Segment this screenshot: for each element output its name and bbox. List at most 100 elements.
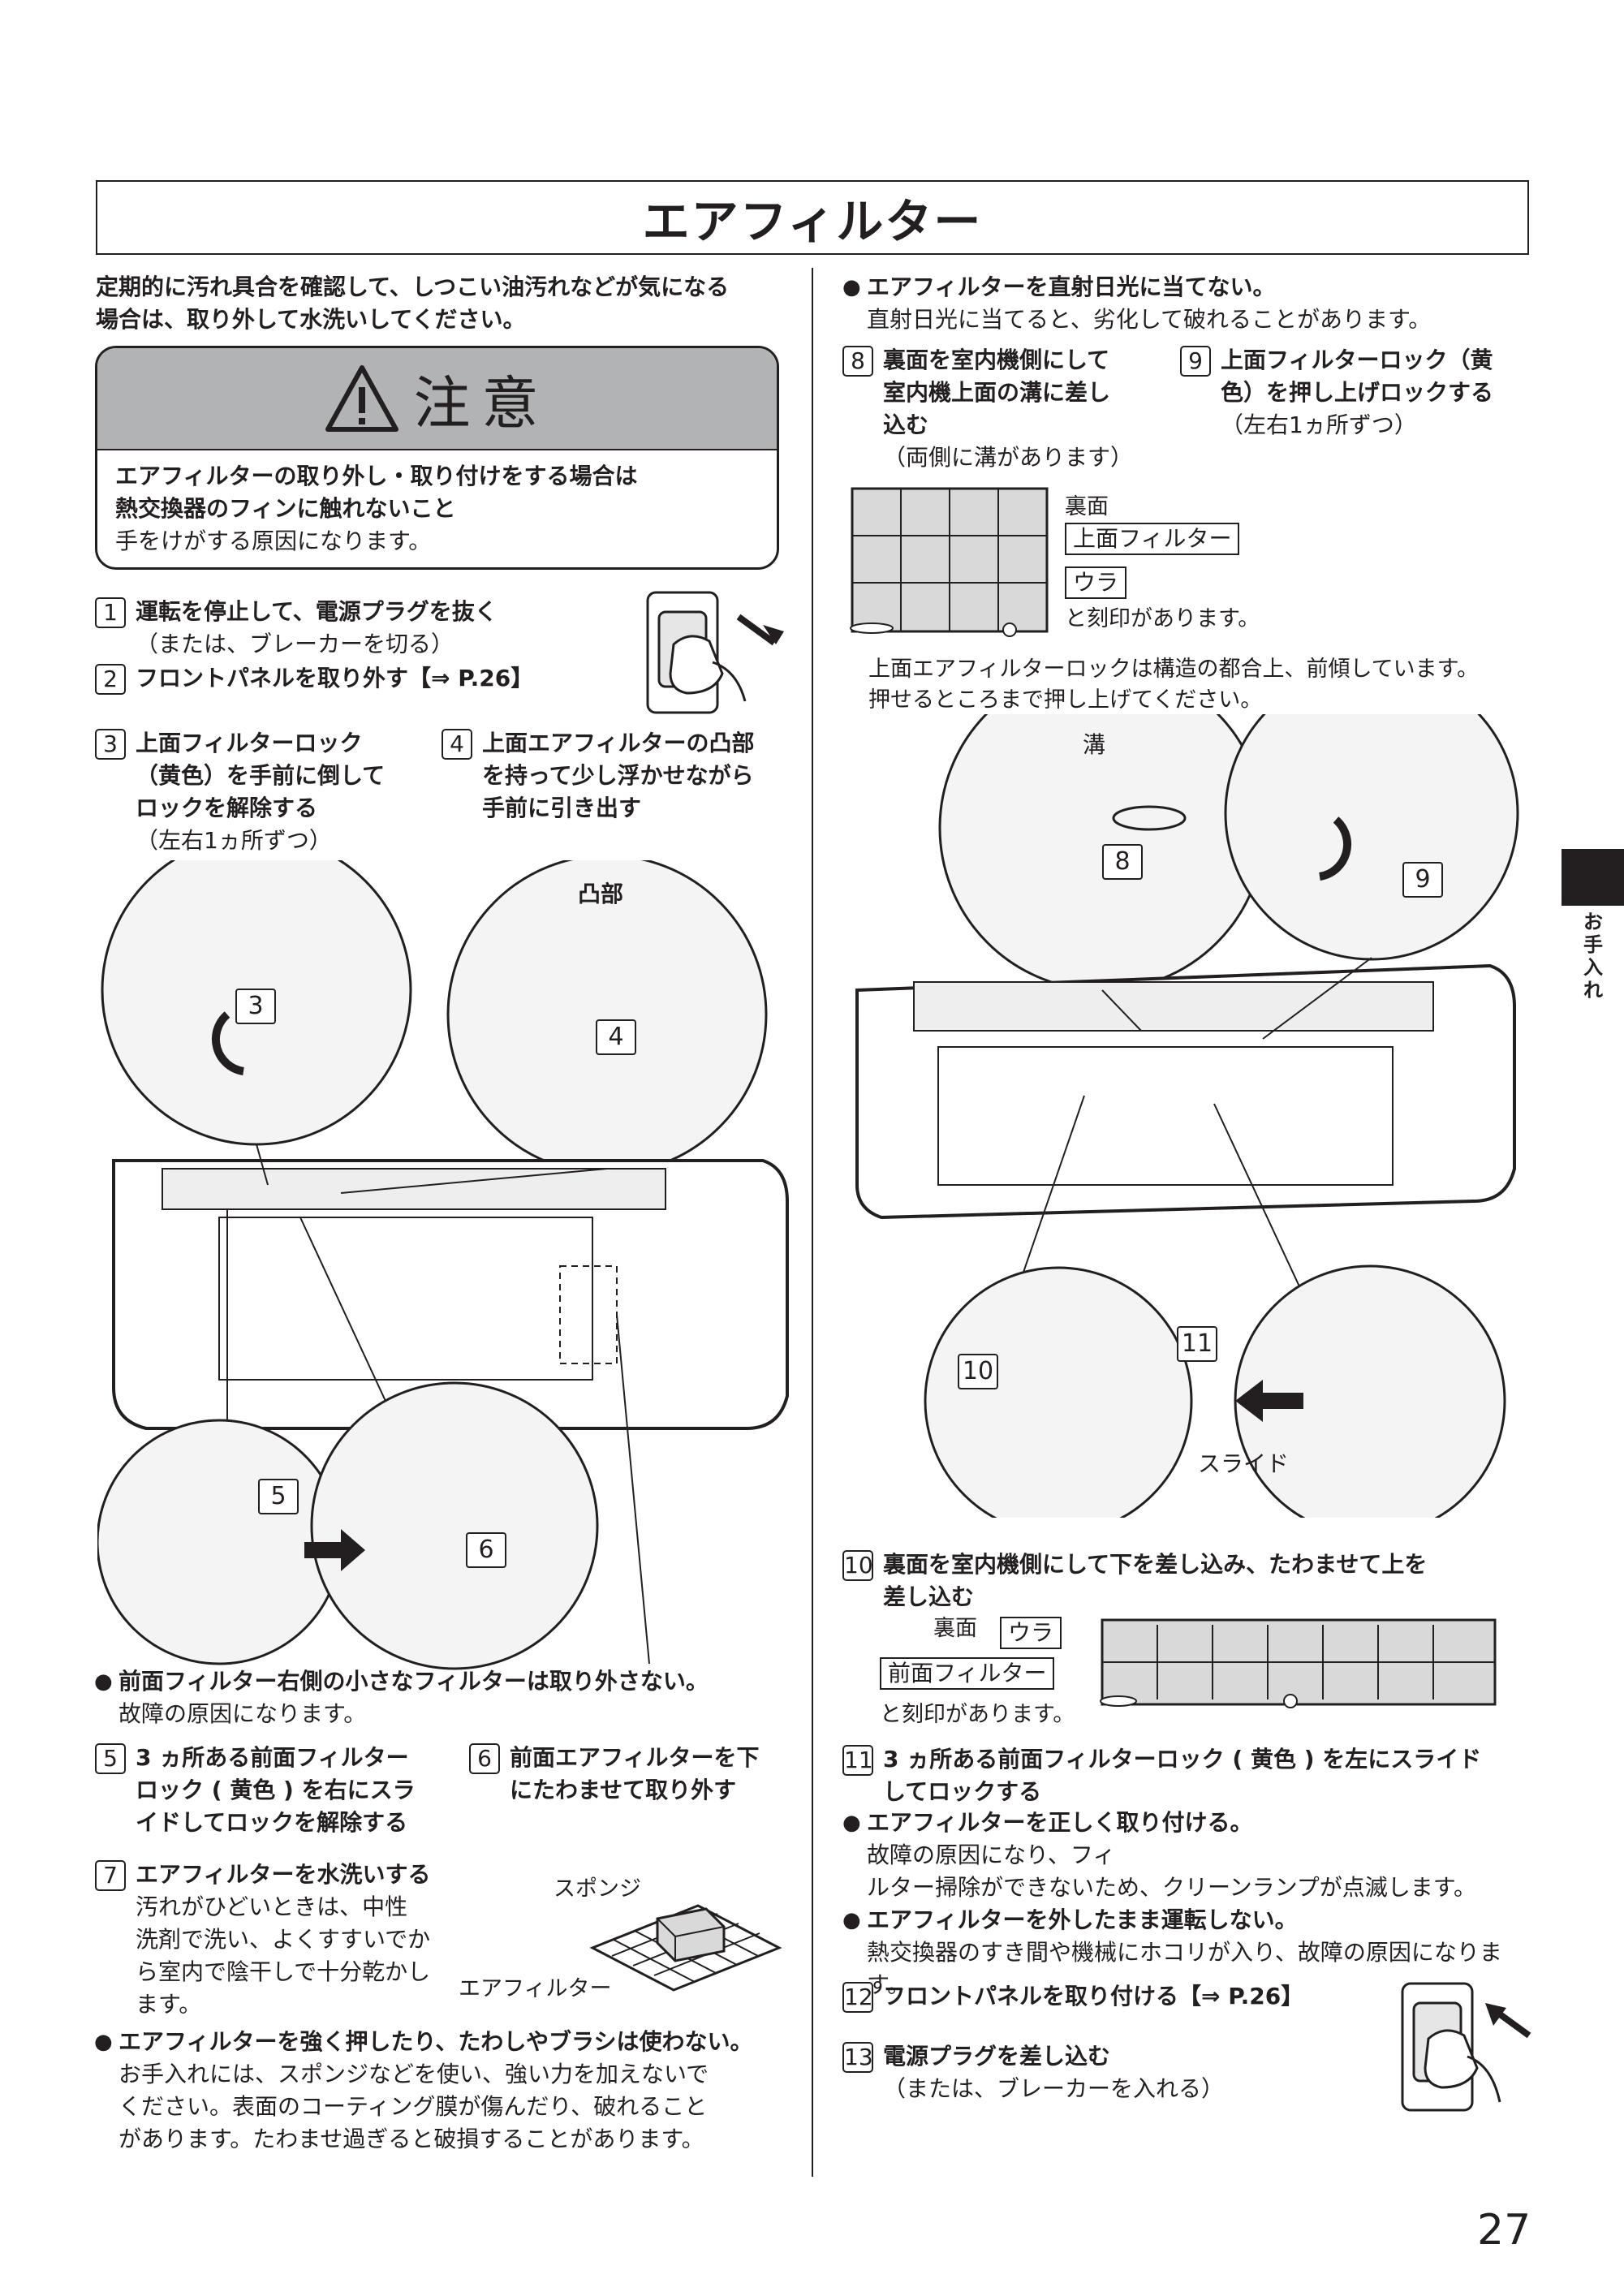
step-13-sub: （または、ブレーカーを入れる） xyxy=(883,2075,1225,2102)
section-tab-marker xyxy=(1562,849,1624,906)
step-11-line-2: してロックする xyxy=(883,1778,1042,1805)
note-attach-line-2: ルター掃除ができないため、クリーンランプが点滅します。 xyxy=(867,1874,1476,1901)
step-6-line-1: 前面エアフィルターを下 xyxy=(510,1744,760,1771)
step-1-title: 運転を停止して、電源プラグを抜く xyxy=(136,598,498,625)
step-7-line-3: ら室内で陰干しで十分乾かし xyxy=(136,1958,431,1985)
caution-line-3: 手をけがする原因になります。 xyxy=(115,528,432,554)
note-no-brush-title: エアフィルターを強く押したり、たわしやブラシは使わない。 xyxy=(118,2028,753,2055)
sponge-label: スポンジ xyxy=(554,1876,641,1902)
step-9-line-1: 上面フィルターロック（黄 xyxy=(1221,347,1493,373)
figure-label-4: 4 xyxy=(596,1019,636,1055)
caution-title: 注意 xyxy=(413,369,550,437)
power-plug-insert-illustration xyxy=(1401,1982,1531,2112)
step-6-line-2: にたわませて取り外す xyxy=(510,1777,737,1803)
intro-line-1: 定期的に汚れ具合を確認して、しつこい油汚れなどが気になる xyxy=(96,274,730,300)
lock-note-line-2: 押せるところまで押し上げてください。 xyxy=(868,687,1263,713)
ura-label-2: ウラ xyxy=(1000,1617,1062,1649)
back-side-label-2: 裏面 xyxy=(933,1616,977,1641)
step-2-number: 2 xyxy=(95,664,126,695)
figure-label-11: 11 xyxy=(1177,1326,1217,1362)
engraved-label: と刻印があります。 xyxy=(1065,606,1260,631)
air-filter-label: エアフィルター xyxy=(459,1976,612,2001)
step-5-line-2: ロック ( 黄色 ) を右にスラ xyxy=(136,1777,416,1803)
figure-label-10: 10 xyxy=(958,1354,998,1389)
step-13-title: 電源プラグを差し込む xyxy=(883,2043,1111,2070)
front-filter-label: 前面フィルター xyxy=(880,1657,1055,1690)
step-1-sub: （または、ブレーカーを切る） xyxy=(136,631,454,657)
column-divider xyxy=(812,268,813,2177)
caution-line-1: エアフィルターの取り外し・取り付けをする場合は xyxy=(115,463,638,489)
title-box: エアフィルター xyxy=(96,180,1529,255)
figure-label-6: 6 xyxy=(466,1532,506,1568)
note-sunlight-title: エアフィルターを直射日光に当てない。 xyxy=(867,274,1276,300)
step-10-line-1: 裏面を室内機側にして下を差し込み、たわませて上を xyxy=(883,1551,1428,1578)
note-attach-title: エアフィルターを正しく取り付ける。 xyxy=(867,1809,1253,1836)
step-11-line-1: 3 ヵ所ある前面フィルターロック ( 黄色 ) を左にスライド xyxy=(883,1746,1482,1773)
step-13-number: 13 xyxy=(842,2042,873,2073)
back-side-label: 裏面 xyxy=(1065,494,1109,519)
step-3-line-1: 上面フィルターロック xyxy=(136,730,363,756)
step-8-line-2: 室内機上面の溝に差し xyxy=(883,379,1111,406)
step-4-line-1: 上面エアフィルターの凸部 xyxy=(482,730,755,756)
step-11-number: 11 xyxy=(842,1745,873,1776)
air-conditioner-removal-illustration xyxy=(97,860,789,1670)
intro-text: 定期的に汚れ具合を確認して、しつこい油汚れなどが気になる 場合は、取り外して水洗… xyxy=(96,271,729,336)
air-conditioner-install-illustration xyxy=(855,714,1519,1518)
step-9-line-3: （左右1ヵ所ずつ） xyxy=(1221,411,1417,438)
note-no-brush-line-3: があります。たわませ過ぎると破損することがあります。 xyxy=(118,2126,704,2152)
caution-box: 注意 エアフィルターの取り外し・取り付けをする場合は 熱交換器のフィンに触れない… xyxy=(95,346,779,570)
note-attach-line-1: 故障の原因になり、フィ xyxy=(867,1842,1116,1868)
step-8-line-3: 込む xyxy=(883,411,929,438)
step-2-title: フロントパネルを取り外す【⇒ P.26】 xyxy=(136,665,534,691)
step-7-line-1: 汚れがひどいときは、中性 xyxy=(136,1893,408,1920)
step-3-line-4: （左右1ヵ所ずつ） xyxy=(136,827,332,854)
step-5-line-3: イドしてロックを解除する xyxy=(136,1809,408,1836)
step-7-number: 7 xyxy=(95,1860,126,1891)
note-small-filter-body: 故障の原因になります。 xyxy=(118,1700,367,1727)
step-5-line-1: 3 ヵ所ある前面フィルター xyxy=(136,1744,409,1771)
caution-header: 注意 xyxy=(97,348,777,450)
ura-label: ウラ xyxy=(1065,566,1127,599)
step-12-number: 12 xyxy=(842,1982,873,2013)
step-7-line-4: ます。 xyxy=(136,1991,202,2018)
section-tab-label: お手入れ xyxy=(1583,911,1603,1002)
lock-note: 上面エアフィルターロックは構造の都合上、前傾しています。 押せるところまで押し上… xyxy=(868,654,1479,716)
step-10-line-2: 差し込む xyxy=(883,1583,975,1610)
power-plug-unplug-illustration xyxy=(646,591,784,714)
figure-label-5: 5 xyxy=(258,1479,299,1514)
step-8-line-1: 裏面を室内機側にして xyxy=(883,347,1110,373)
front-filter-diagram xyxy=(1100,1618,1497,1708)
step-7-line-2: 洗剤で洗い、よくすすいでか xyxy=(136,1926,431,1953)
note-no-run-body: 熱交換器のすき間や機械にホコリが入り、故障の原因になります。 xyxy=(867,1939,1502,1998)
engraved-label-2: と刻印があります。 xyxy=(880,1702,1075,1727)
figure-label-8: 8 xyxy=(1102,844,1143,880)
top-filter-label: 上面フィルター xyxy=(1065,523,1240,555)
warning-icon xyxy=(325,365,398,432)
note-no-brush-line-1: お手入れには、スポンジなどを使い、強い力を加えないで xyxy=(118,2061,709,2087)
note-no-brush-line-2: ください。表面のコーティング膜が傷んだり、破れること xyxy=(118,2093,708,2120)
caution-line-2: 熱交換器のフィンに触れないこと xyxy=(115,495,456,522)
step-3-line-3: ロックを解除する xyxy=(136,795,318,821)
step-5-number: 5 xyxy=(95,1743,126,1774)
sponge-washing-illustration xyxy=(589,1904,782,1992)
page-title: エアフィルター xyxy=(642,194,983,249)
step-4-line-2: を持って少し浮かせながら xyxy=(482,762,754,789)
step-10-number: 10 xyxy=(842,1550,873,1581)
step-4-line-3: 手前に引き出す xyxy=(482,795,642,821)
groove-label: 溝 xyxy=(1083,731,1106,758)
step-8-line-4: （両側に溝があります） xyxy=(883,444,1134,471)
step-7-title: エアフィルターを水洗いする xyxy=(136,1861,431,1888)
figure-label-3: 3 xyxy=(235,989,276,1024)
page-number: 27 xyxy=(1477,2206,1531,2255)
note-sunlight-body: 直射日光に当てると、劣化して破れることがあります。 xyxy=(867,306,1432,333)
convex-label: 凸部 xyxy=(578,881,624,907)
step-9-number: 9 xyxy=(1180,346,1211,377)
step-12-title: フロントパネルを取り付ける【⇒ P.26】 xyxy=(883,1983,1304,2010)
figure-label-9: 9 xyxy=(1402,862,1443,898)
step-6-number: 6 xyxy=(469,1743,500,1774)
note-no-run-title: エアフィルターを外したまま運転しない。 xyxy=(867,1906,1298,1933)
step-1-number: 1 xyxy=(95,597,126,628)
step-9-line-2: 色）を押し上げロックする xyxy=(1221,379,1494,406)
step-4-number: 4 xyxy=(442,729,472,760)
top-filter-diagram xyxy=(850,487,1049,637)
